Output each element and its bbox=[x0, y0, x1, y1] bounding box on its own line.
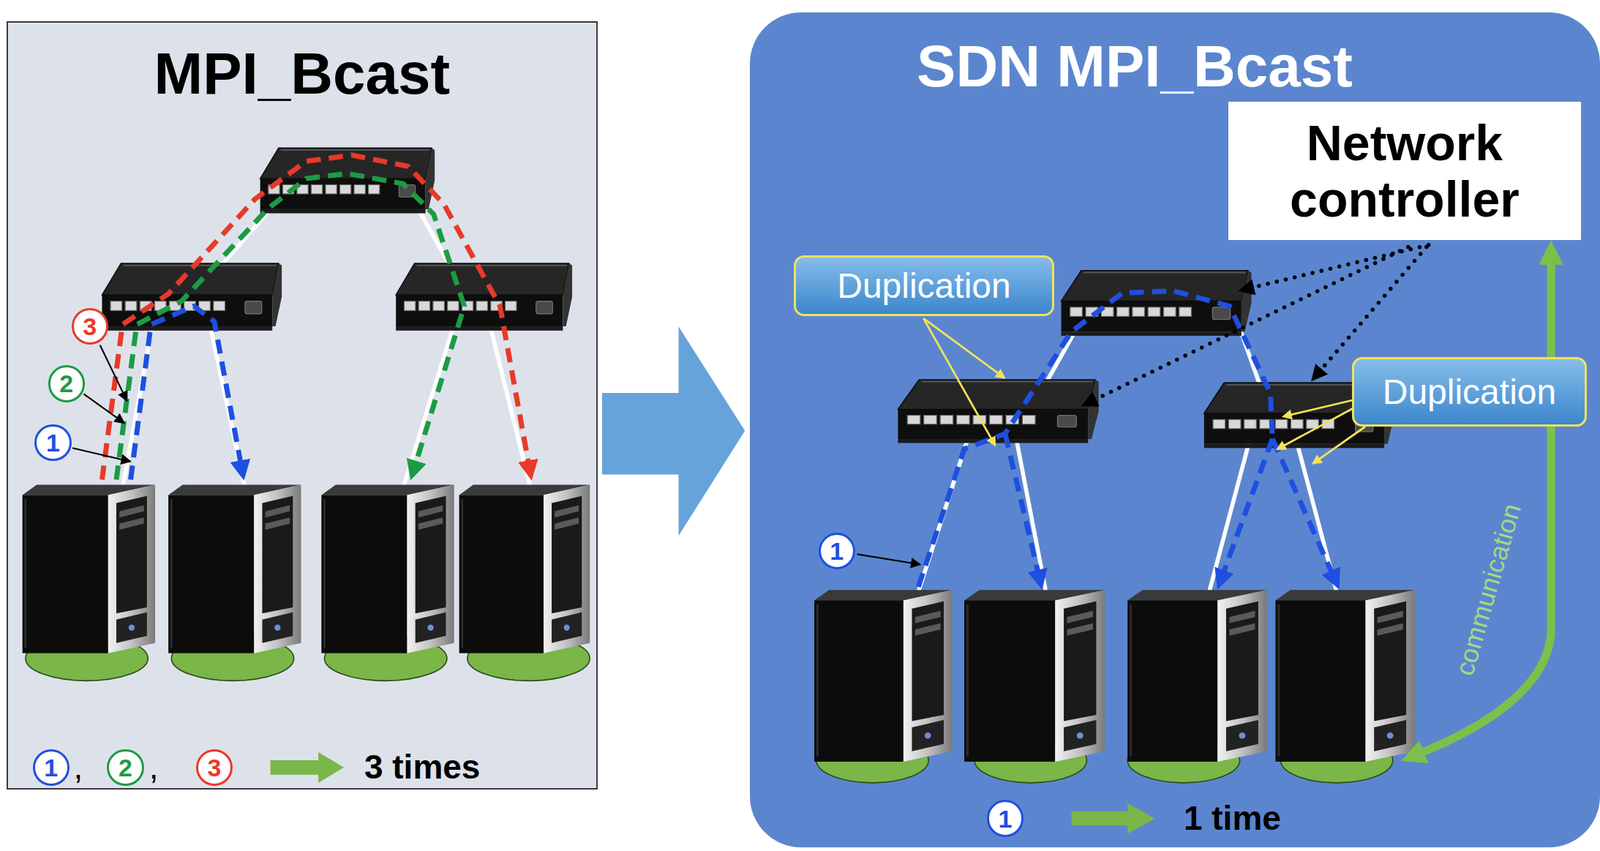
callout-label: Duplication bbox=[1382, 372, 1557, 412]
callout-box: Duplication bbox=[793, 255, 1055, 317]
separator-holder: , bbox=[73, 747, 83, 787]
computer bbox=[321, 485, 454, 654]
computer bbox=[459, 485, 591, 654]
result-arrow bbox=[270, 752, 344, 783]
number-circle: 1 bbox=[34, 424, 71, 461]
separator-holder: , bbox=[149, 747, 159, 787]
callout-label: Duplication bbox=[836, 266, 1011, 306]
callout-number: 1 bbox=[46, 428, 60, 457]
communication-arrow bbox=[1410, 250, 1551, 758]
pointer-line bbox=[923, 318, 1366, 464]
result-text: 3 times bbox=[364, 747, 481, 787]
switch bbox=[395, 263, 573, 331]
computer bbox=[964, 589, 1105, 762]
number-circle: 1 bbox=[986, 799, 1024, 837]
number-circle: 1 bbox=[818, 532, 856, 570]
number-circle: 2 bbox=[48, 365, 85, 402]
transfer-path bbox=[116, 173, 465, 480]
callout-number: 1 bbox=[43, 753, 58, 782]
callout-number: 3 bbox=[82, 312, 97, 341]
computer bbox=[22, 485, 156, 654]
panel-title: MPI_Bcast bbox=[154, 40, 451, 107]
number-circle: 3 bbox=[71, 308, 109, 345]
computer bbox=[814, 589, 953, 762]
cable bbox=[122, 209, 531, 488]
number-circle: 3 bbox=[196, 749, 233, 786]
transfer-path bbox=[130, 305, 243, 480]
callout-number: 1 bbox=[829, 536, 844, 565]
leader-line bbox=[72, 344, 920, 565]
transfer-path bbox=[918, 291, 1337, 587]
computer bbox=[168, 485, 301, 654]
result-text-holder: 3 times bbox=[364, 747, 481, 787]
number-circle: 2 bbox=[106, 749, 144, 786]
panel-title: SDN MPI_Bcast bbox=[916, 33, 1353, 100]
process-ellipse bbox=[25, 635, 1393, 783]
callout-number: 1 bbox=[997, 804, 1012, 833]
switch bbox=[101, 263, 282, 331]
controller-label: Network controller bbox=[1234, 114, 1576, 227]
panel: MPI_Bcast321123 bbox=[8, 22, 596, 788]
result-text-holder: 1 time bbox=[1183, 798, 1282, 838]
separator: , bbox=[73, 747, 83, 787]
transfer-path bbox=[101, 155, 531, 480]
callout-number: 2 bbox=[59, 369, 74, 398]
controller-box: Network controller bbox=[1228, 101, 1581, 240]
computer bbox=[1127, 589, 1267, 762]
callout-number: 3 bbox=[207, 753, 221, 782]
callout-number: 2 bbox=[118, 753, 133, 782]
separator: , bbox=[149, 747, 159, 787]
number-circle: 1 bbox=[32, 749, 70, 786]
computer bbox=[1275, 589, 1415, 762]
result-text: 1 time bbox=[1183, 798, 1282, 838]
cable bbox=[918, 328, 1337, 592]
panel: SDN MPI_BcastNetwork controllerDuplicati… bbox=[749, 12, 1600, 848]
control-link bbox=[1085, 245, 1429, 405]
switch bbox=[260, 147, 436, 213]
callout-box: Duplication bbox=[1351, 357, 1587, 427]
switch bbox=[1061, 270, 1252, 336]
switch bbox=[1204, 382, 1395, 448]
transition-arrow bbox=[602, 326, 745, 536]
result-arrow bbox=[1071, 803, 1156, 835]
switch bbox=[897, 379, 1099, 444]
